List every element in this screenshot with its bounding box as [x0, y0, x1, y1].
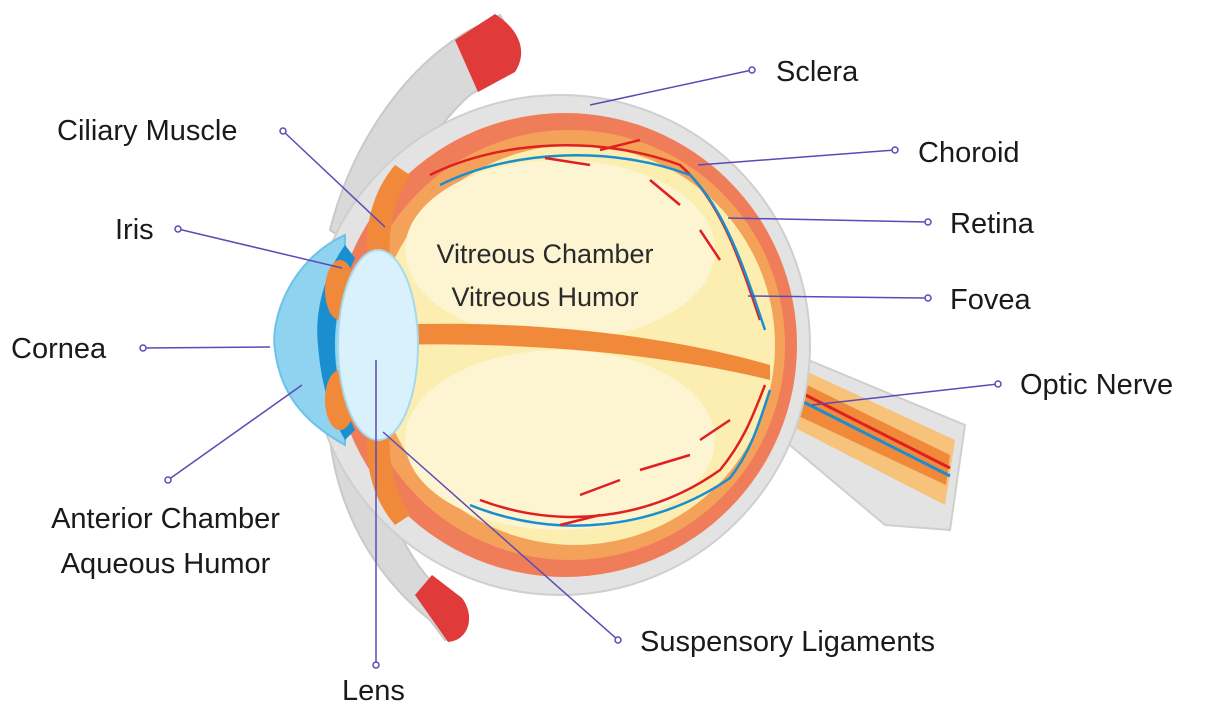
label-sclera: Sclera: [776, 55, 858, 89]
label-optic-nerve: Optic Nerve: [1020, 368, 1173, 402]
label-choroid: Choroid: [918, 136, 1020, 170]
label-ciliary-muscle: Ciliary Muscle: [57, 114, 237, 148]
label-cornea: Cornea: [11, 332, 106, 366]
label-retina: Retina: [950, 207, 1034, 241]
label-vitreous-humor: Vitreous Humor: [405, 276, 685, 318]
label-iris: Iris: [115, 213, 154, 247]
label-fovea: Fovea: [950, 283, 1031, 317]
label-aqueous-humor: Aqueous Humor: [33, 547, 298, 581]
label-lens: Lens: [342, 674, 405, 708]
label-suspensory-ligaments: Suspensory Ligaments: [640, 625, 935, 659]
label-anterior-chamber: Anterior Chamber: [33, 502, 298, 536]
label-vitreous-chamber: Vitreous Chamber: [405, 233, 685, 275]
vitreous-highlight-lower: [405, 350, 715, 530]
